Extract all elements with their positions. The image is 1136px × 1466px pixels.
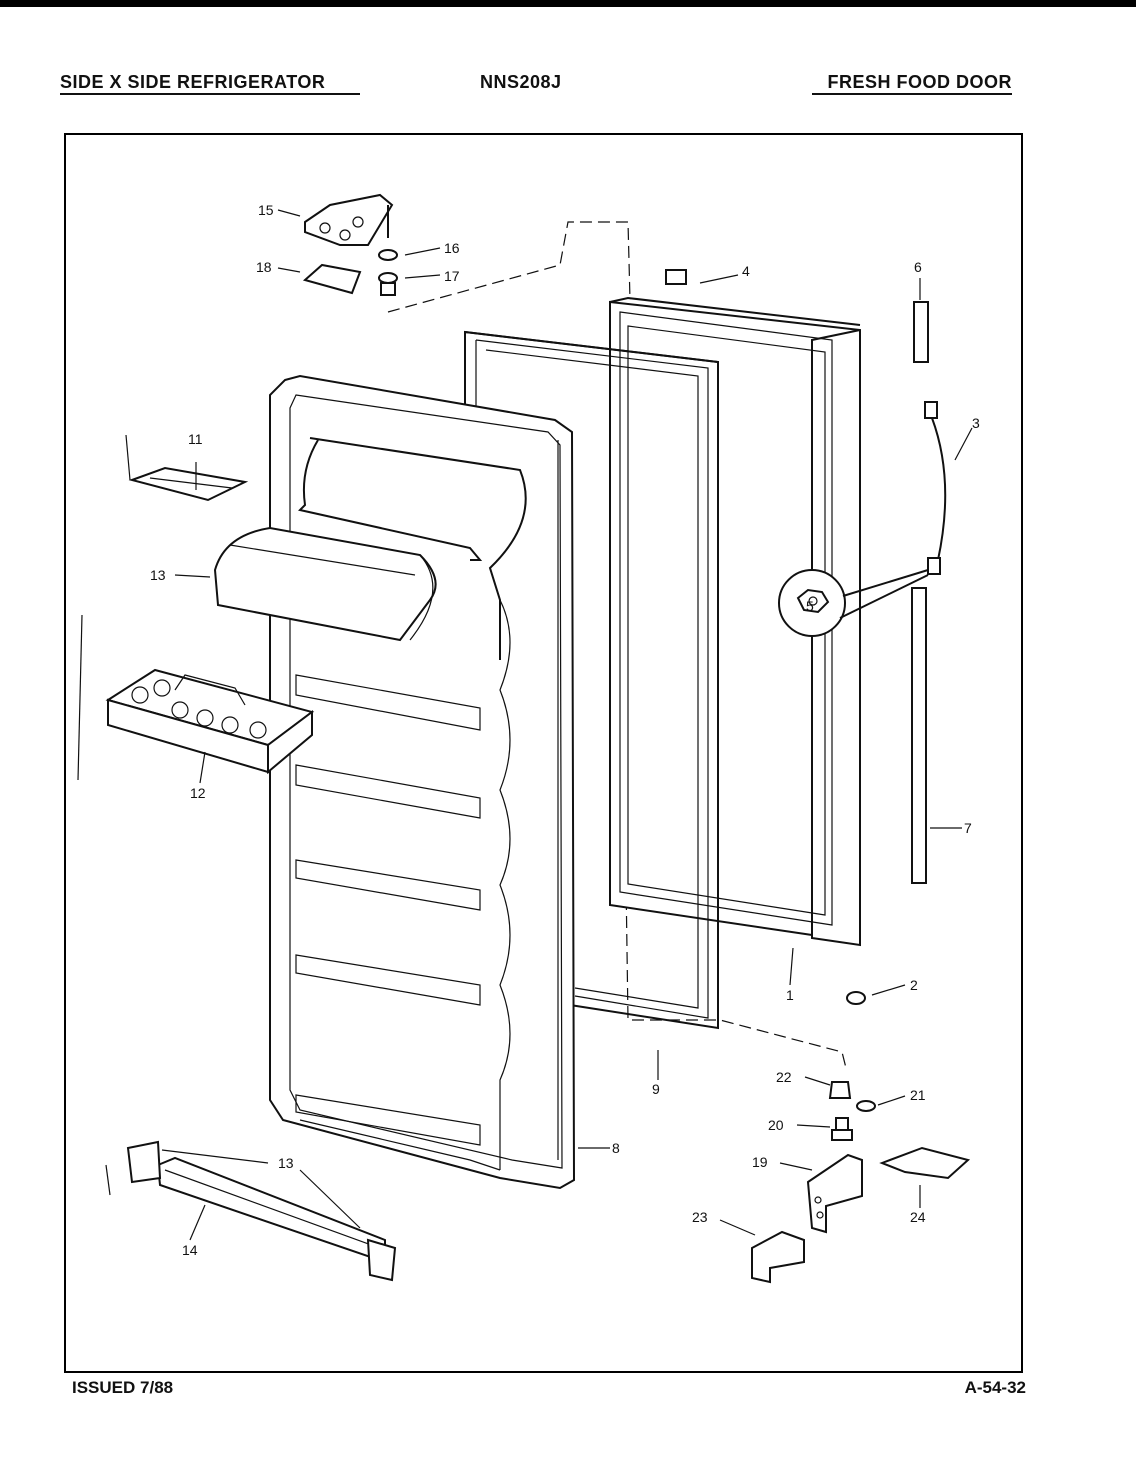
- callout-3: 3: [972, 415, 980, 431]
- callout-13-top: 13: [150, 567, 166, 583]
- callout-17: 17: [444, 268, 460, 284]
- diagram-frame: [64, 133, 1023, 1373]
- footer-page-code: A-54-32: [964, 1378, 1026, 1397]
- door-stop-block: [665, 269, 687, 285]
- assembly-line-top: [387, 221, 631, 313]
- header-model-number: NNS208J: [480, 72, 562, 92]
- callout-23: 23: [692, 1209, 708, 1225]
- door-trim-top: [913, 301, 929, 363]
- callout-6: 6: [914, 259, 922, 275]
- dairy-door-cover: [213, 526, 437, 642]
- callout-20: 20: [768, 1117, 784, 1133]
- callout-1: 1: [786, 987, 794, 1003]
- callout-16: 16: [444, 240, 460, 256]
- leader-line-14-left: [105, 1164, 111, 1196]
- outer-door-panel: [609, 296, 861, 947]
- bottom-shelf-bar: [126, 1140, 397, 1282]
- bracket-plate: [751, 1230, 805, 1284]
- door-handle-strap: [924, 401, 947, 575]
- bottom-hinge-washer: [856, 1100, 876, 1112]
- bottom-hinge-bracket: [806, 1153, 863, 1234]
- callout-7: 7: [964, 820, 972, 836]
- callout-2: 2: [910, 977, 918, 993]
- door-trim-bottom: [911, 587, 927, 884]
- footer-issue-date: ISSUED 7/88: [72, 1378, 174, 1397]
- callout-21: 21: [910, 1087, 926, 1103]
- callout-19: 19: [752, 1154, 768, 1170]
- leader-lines: [161, 209, 973, 1241]
- callout-18: 18: [256, 259, 272, 275]
- callout-22: 22: [776, 1069, 792, 1085]
- callout-13-bottom: 13: [278, 1155, 294, 1171]
- hinge-shim: [302, 263, 362, 295]
- header-section-name: FRESH FOOD DOOR: [812, 72, 1012, 95]
- callout-11: 11: [188, 431, 203, 447]
- callout-9: 9: [652, 1081, 660, 1097]
- magnified-nut-detail: [778, 569, 929, 637]
- top-hinge: [304, 193, 394, 246]
- assembly-line-bottom: [625, 879, 847, 1069]
- bottom-hinge-pin: [831, 1117, 853, 1141]
- callout-14: 14: [182, 1242, 198, 1258]
- hinge-washer: [378, 249, 398, 261]
- callout-5: 5: [806, 598, 814, 614]
- egg-tray: [105, 668, 315, 775]
- hinge-pin-cap: [828, 1081, 852, 1099]
- inner-door-liner: [269, 374, 576, 1190]
- callout-12: 12: [190, 785, 206, 801]
- hinge-bushing: [378, 272, 398, 296]
- hole-plug: [846, 991, 866, 1005]
- callout-8: 8: [612, 1140, 620, 1156]
- top-border-bar: [0, 0, 1136, 7]
- header-product-type: SIDE X SIDE REFRIGERATOR: [60, 72, 360, 95]
- leader-line-12-left: [77, 614, 83, 781]
- callout-15: 15: [258, 202, 274, 218]
- butter-shelf: [128, 466, 249, 502]
- bottom-hinge-plate: [879, 1146, 971, 1180]
- leader-line-11-left: [125, 434, 131, 481]
- callout-24: 24: [910, 1209, 926, 1225]
- callout-4: 4: [742, 263, 750, 279]
